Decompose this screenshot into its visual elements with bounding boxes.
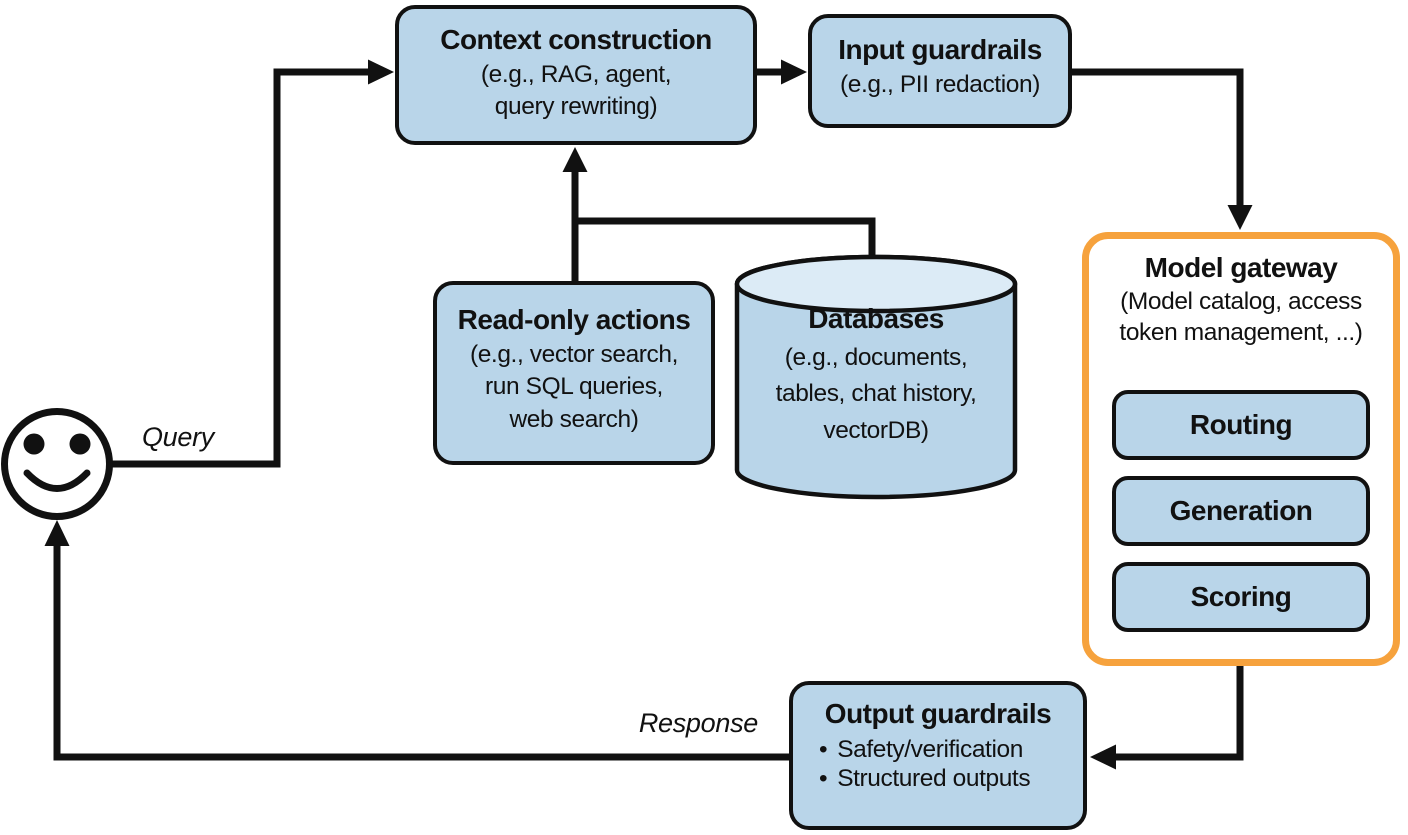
read-only-actions-subtitle-line: web search): [509, 405, 639, 433]
database-cylinder-icon: [734, 254, 1018, 500]
arrowhead-into-output-guardrails: [1090, 744, 1116, 770]
output-guardrails-bullet: Safety/verification: [819, 735, 1083, 764]
arrowhead-into-input-guardrails: [781, 59, 807, 85]
databases-subtitle-line: vectorDB): [823, 416, 929, 444]
read-only-actions-subtitle-line: run SQL queries,: [485, 373, 663, 401]
query-connector-line: [110, 68, 378, 468]
databases-node-label: Databases (e.g., documents, tables, chat…: [737, 302, 1015, 446]
read-only-actions-subtitle-line: (e.g., vector search,: [469, 340, 679, 368]
query-edge-label: Query: [141, 422, 215, 452]
gateway-generation-node: Generation: [1112, 476, 1370, 546]
model-gateway-node: Model gateway (Model catalog, access tok…: [1082, 232, 1400, 666]
arrowhead-into-context: [368, 59, 394, 85]
output-guardrails-bullet-list: Safety/verification Structured outputs: [793, 735, 1083, 794]
context-construction-subtitle-line: (e.g., RAG, agent,: [480, 60, 672, 88]
smiley-face-icon: [1, 408, 113, 520]
response-return-line: [53, 537, 789, 761]
databases-subtitle-line: tables, chat history,: [775, 380, 977, 408]
context-construction-title: Context construction: [440, 24, 712, 55]
input-guardrails-subtitle-line: (e.g., PII redaction): [840, 70, 1040, 98]
arrowhead-into-context-bottom: [562, 147, 588, 172]
output-guardrails-title: Output guardrails: [824, 698, 1052, 729]
smiley-mouth: [23, 469, 91, 492]
input-guardrails-node: Input guardrails (e.g., PII redaction): [808, 14, 1072, 128]
context-construction-subtitle-line: query rewriting): [494, 93, 658, 121]
gateway-to-output-line: [1106, 663, 1244, 761]
model-gateway-subtitle-line: token management, ...): [1119, 319, 1363, 347]
arrowhead-into-gateway: [1227, 205, 1253, 230]
smiley-left-eye: [23, 433, 45, 455]
model-gateway-subtitle-line: (Model catalog, access: [1120, 287, 1362, 315]
arrowhead-into-user: [44, 520, 70, 546]
gateway-routing-node: Routing: [1112, 390, 1370, 460]
output-guardrails-node: Output guardrails Safety/verification St…: [789, 681, 1087, 830]
smiley-head: [1, 408, 113, 520]
branch-to-databases-line: [575, 217, 876, 262]
cylinder-top: [734, 254, 1018, 314]
databases-title: Databases: [808, 303, 944, 334]
response-edge-label: Response: [638, 708, 758, 738]
read-only-actions-node: Read-only actions (e.g., vector search, …: [433, 281, 715, 465]
input-guardrails-title: Input guardrails: [838, 34, 1042, 65]
read-only-actions-title: Read-only actions: [457, 304, 691, 335]
model-gateway-title: Model gateway: [1144, 252, 1338, 283]
smiley-right-eye: [69, 433, 91, 455]
context-construction-node: Context construction (e.g., RAG, agent, …: [395, 5, 757, 145]
output-guardrails-bullet: Structured outputs: [819, 764, 1083, 793]
gateway-scoring-node: Scoring: [1112, 562, 1370, 632]
input-to-gateway-line: [1072, 68, 1244, 212]
databases-subtitle-line: (e.g., documents,: [784, 343, 968, 371]
